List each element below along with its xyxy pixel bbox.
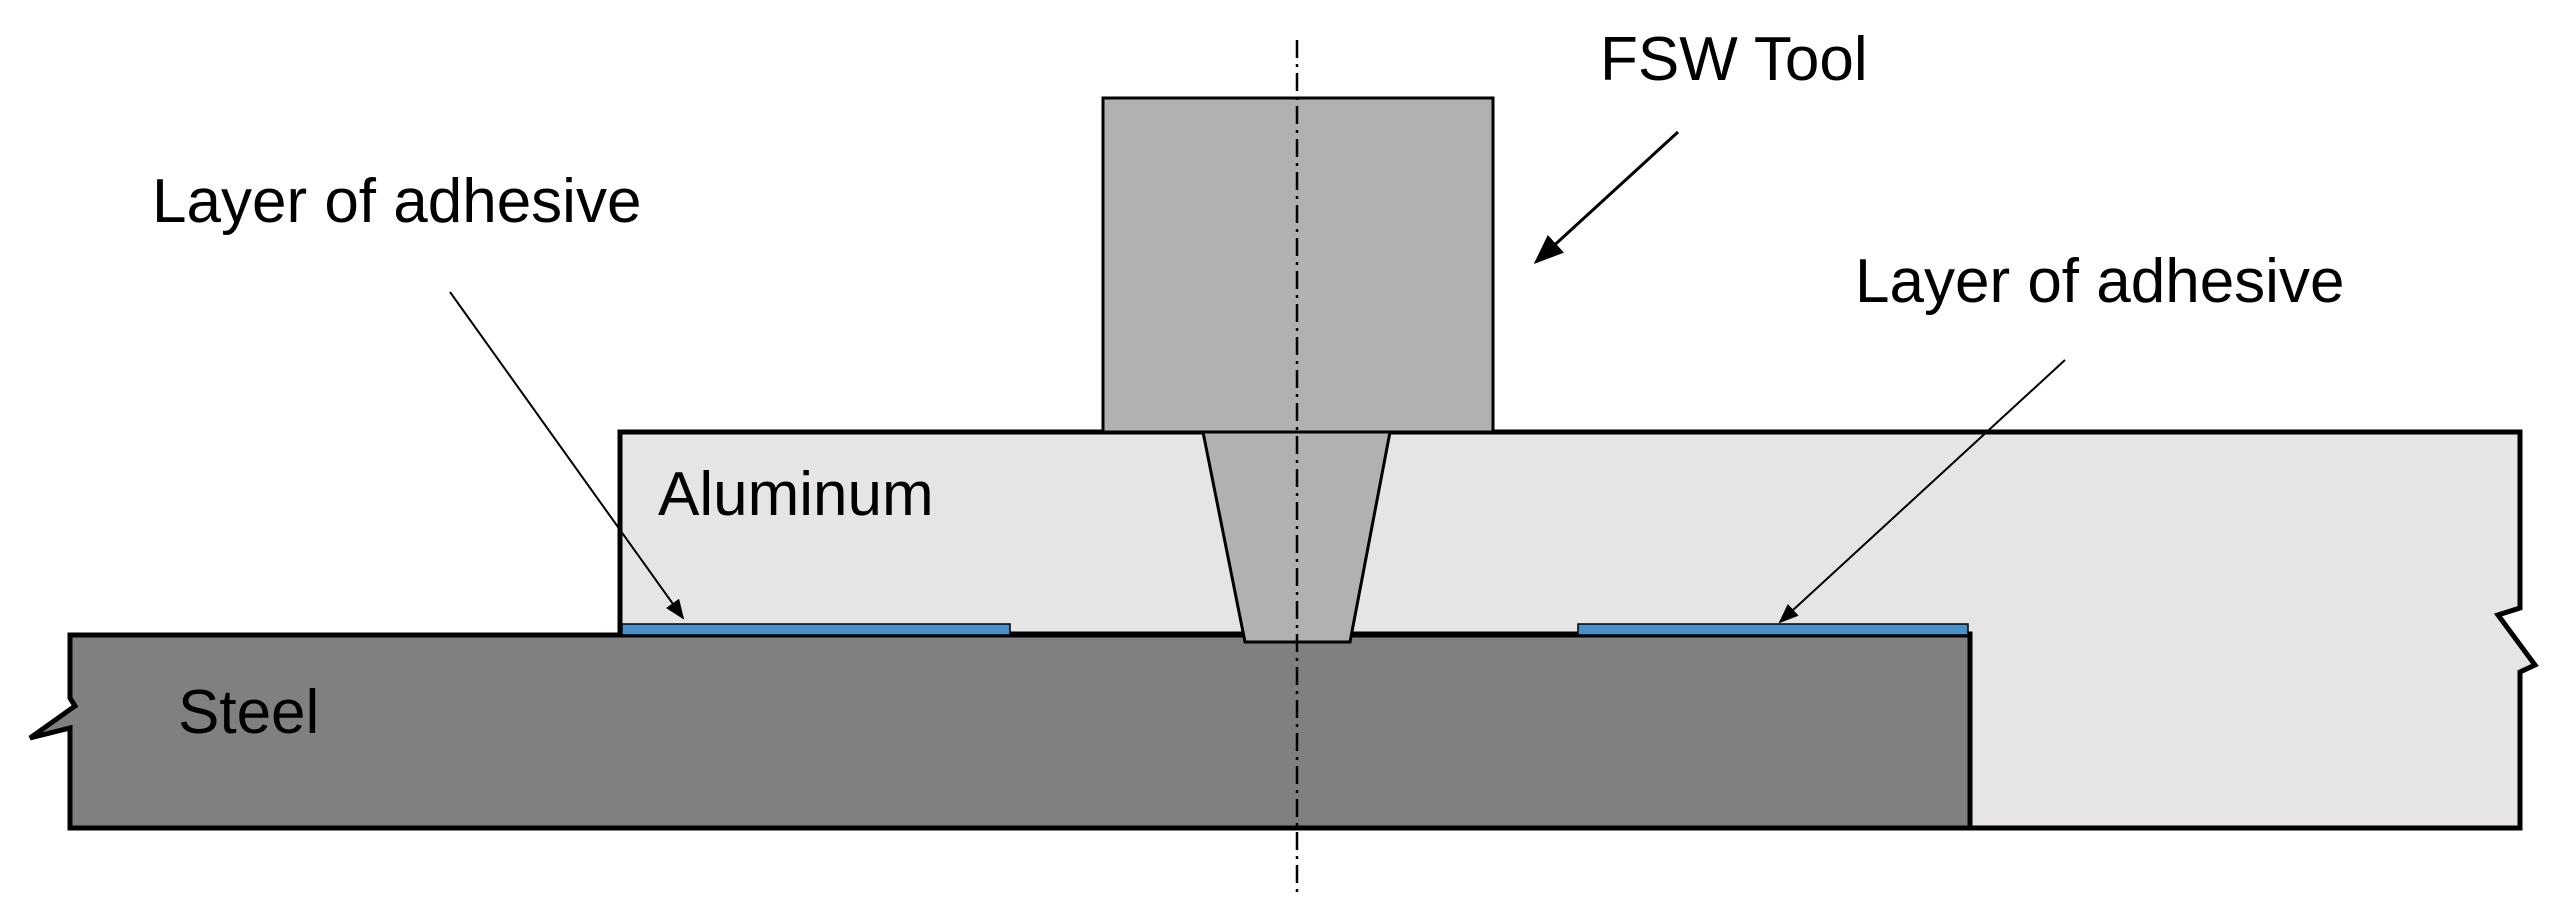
tool-arrow <box>1533 130 1680 265</box>
label-adhesive-left: Layer of adhesive <box>152 167 641 236</box>
label-fsw-tool: FSW Tool <box>1600 25 1868 94</box>
adhesive-right-arrow <box>1778 359 2066 624</box>
label-steel: Steel <box>178 678 319 747</box>
adhesive-layer-right <box>1577 623 1969 636</box>
label-adhesive-right: Layer of adhesive <box>1855 247 2344 316</box>
adhesive-left-arrow <box>449 291 685 620</box>
steel-plate <box>28 632 1973 831</box>
label-aluminum: Aluminum <box>658 460 934 529</box>
adhesive-layer-left <box>621 623 1011 636</box>
